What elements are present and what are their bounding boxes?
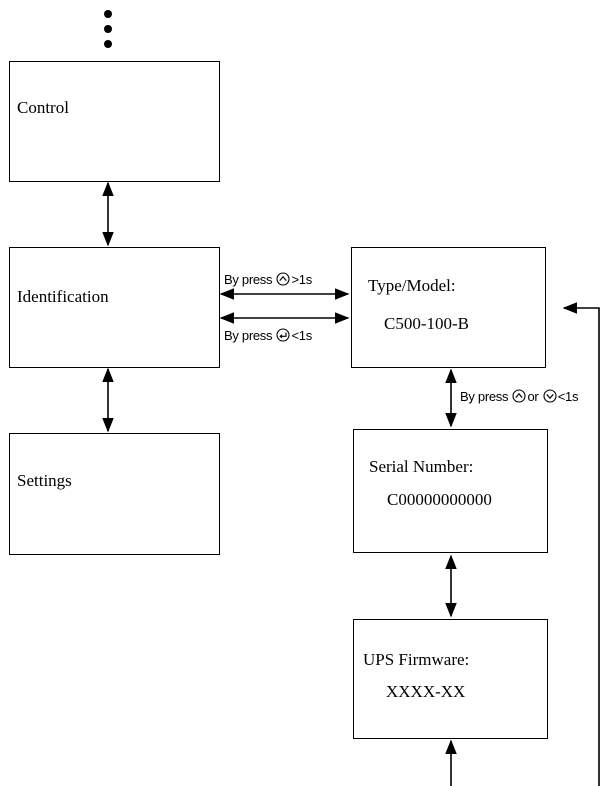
identification-menu-box[interactable]: Identification (9, 247, 220, 368)
exit-prefix: By press (224, 328, 273, 343)
serial-number-screen: Serial Number: C00000000000 (353, 429, 548, 553)
control-label: Control (17, 98, 69, 117)
scroll-or: or (527, 389, 539, 404)
enter-prefix: By press (224, 272, 273, 287)
continuation-dot (104, 10, 112, 18)
enter-annotation: By press >1s (224, 272, 312, 287)
enter-suffix: >1s (291, 272, 312, 287)
continuation-dot (104, 25, 112, 33)
identification-label: Identification (17, 287, 109, 306)
up-button-icon (512, 389, 527, 403)
scroll-suffix: <1s (557, 389, 579, 404)
settings-menu-box[interactable]: Settings (9, 433, 220, 555)
ups-firmware-screen: UPS Firmware: XXXX-XX (353, 619, 548, 739)
serial-number-label: Serial Number: (369, 457, 474, 476)
ups-firmware-value: XXXX-XX (386, 682, 466, 701)
scroll-prefix: By press (460, 389, 509, 404)
type-model-screen: Type/Model: C500-100-B (351, 247, 546, 368)
scroll-annotation: By press or <1s (460, 389, 607, 404)
continuation-dot (104, 40, 112, 48)
exit-annotation: By press <1s (224, 328, 312, 343)
enter-button-icon (276, 328, 291, 342)
up-button-icon (276, 272, 291, 286)
control-menu-box[interactable]: Control (9, 61, 220, 182)
type-model-label: Type/Model: (368, 276, 456, 295)
type-model-value: C500-100-B (384, 314, 469, 333)
serial-number-value: C00000000000 (387, 490, 492, 509)
return-arrow-to-type-model (562, 302, 600, 786)
settings-label: Settings (17, 471, 72, 490)
exit-suffix: <1s (291, 328, 312, 343)
down-button-icon (543, 389, 557, 403)
ups-firmware-label: UPS Firmware: (363, 650, 470, 669)
